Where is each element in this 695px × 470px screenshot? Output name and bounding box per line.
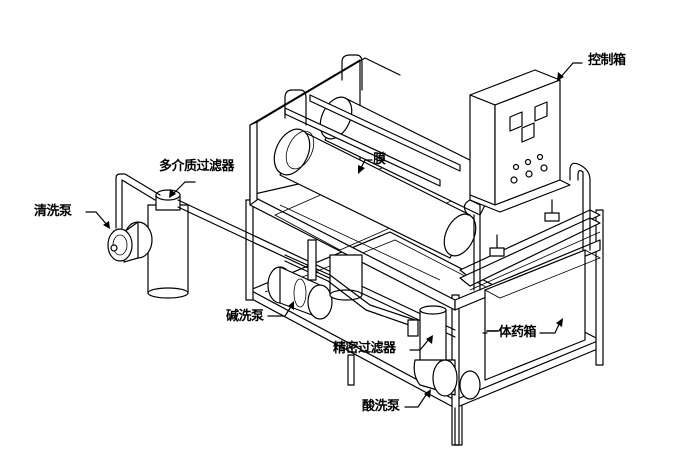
label-cleaning-pump: 清洗泵: [34, 204, 72, 219]
label-membrane: 膜: [373, 152, 386, 167]
label-alkali-wash-pump: 碱洗泵: [226, 309, 264, 324]
leader-lines: [85, 62, 583, 408]
label-multimedia-filter: 多介质过滤器: [159, 159, 235, 174]
acid-wash-pump: [413, 359, 481, 400]
control-box: [469, 69, 571, 213]
label-control-box: 控制箱: [588, 53, 626, 68]
precision-filter: [407, 305, 447, 366]
membrane-vessels: [273, 54, 501, 259]
cleaning-pump: [107, 221, 153, 263]
label-integrated-tank: 一体药箱: [486, 325, 537, 340]
integrated-tank: [459, 162, 601, 381]
label-precision-filter: 精密过滤器: [333, 341, 396, 356]
label-acid-wash-pump: 酸洗泵: [362, 399, 400, 414]
